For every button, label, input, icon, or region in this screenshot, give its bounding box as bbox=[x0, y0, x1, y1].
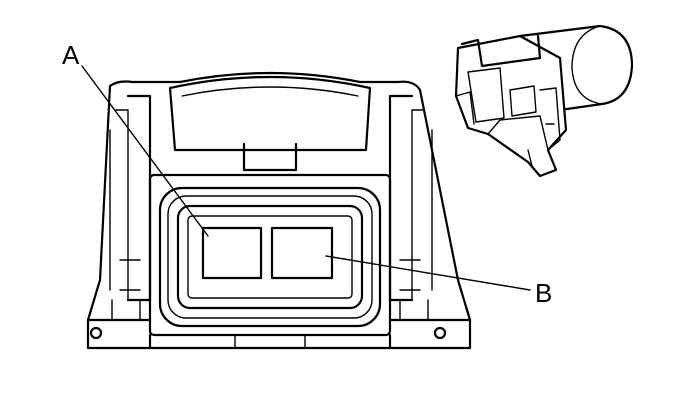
mount-hole-right bbox=[433, 326, 447, 340]
iso-body-cylinder bbox=[518, 24, 634, 112]
callout-a-leader bbox=[81, 65, 209, 237]
iso-side-clip bbox=[527, 87, 561, 167]
iso-latch-detail bbox=[467, 67, 537, 123]
left-side-rail-inner bbox=[109, 109, 141, 301]
bottom-tab bbox=[234, 334, 306, 349]
latch-arch-inner bbox=[181, 86, 359, 97]
mount-hole-left bbox=[89, 326, 103, 340]
flange-slot-left bbox=[111, 299, 141, 321]
iso-body-end bbox=[571, 25, 603, 105]
top-tab bbox=[242, 142, 298, 172]
flange-slot-right bbox=[399, 299, 429, 321]
bottom-flange bbox=[86, 318, 472, 350]
seal-ring-inner bbox=[176, 204, 364, 310]
terminal-cavity-a bbox=[201, 226, 263, 280]
latch-arch bbox=[168, 75, 372, 152]
callout-a-label: A bbox=[62, 40, 80, 70]
callout-a: A bbox=[62, 40, 209, 237]
seal-ring-outer bbox=[158, 186, 382, 328]
right-side-rail-inner bbox=[399, 109, 433, 301]
callout-b-label: B bbox=[535, 278, 552, 308]
iso-front-lip bbox=[455, 91, 549, 151]
callout-b-leader bbox=[325, 255, 531, 291]
terminal-block bbox=[187, 215, 353, 299]
connector-housing-outline bbox=[86, 71, 472, 350]
seal-ring-middle bbox=[167, 195, 373, 319]
connector-isometric-view bbox=[454, 24, 634, 178]
callout-b: B bbox=[325, 255, 552, 308]
iso-latch-frame bbox=[460, 34, 542, 68]
connector-face-view bbox=[86, 71, 472, 350]
terminal-cavity-b bbox=[270, 226, 334, 280]
